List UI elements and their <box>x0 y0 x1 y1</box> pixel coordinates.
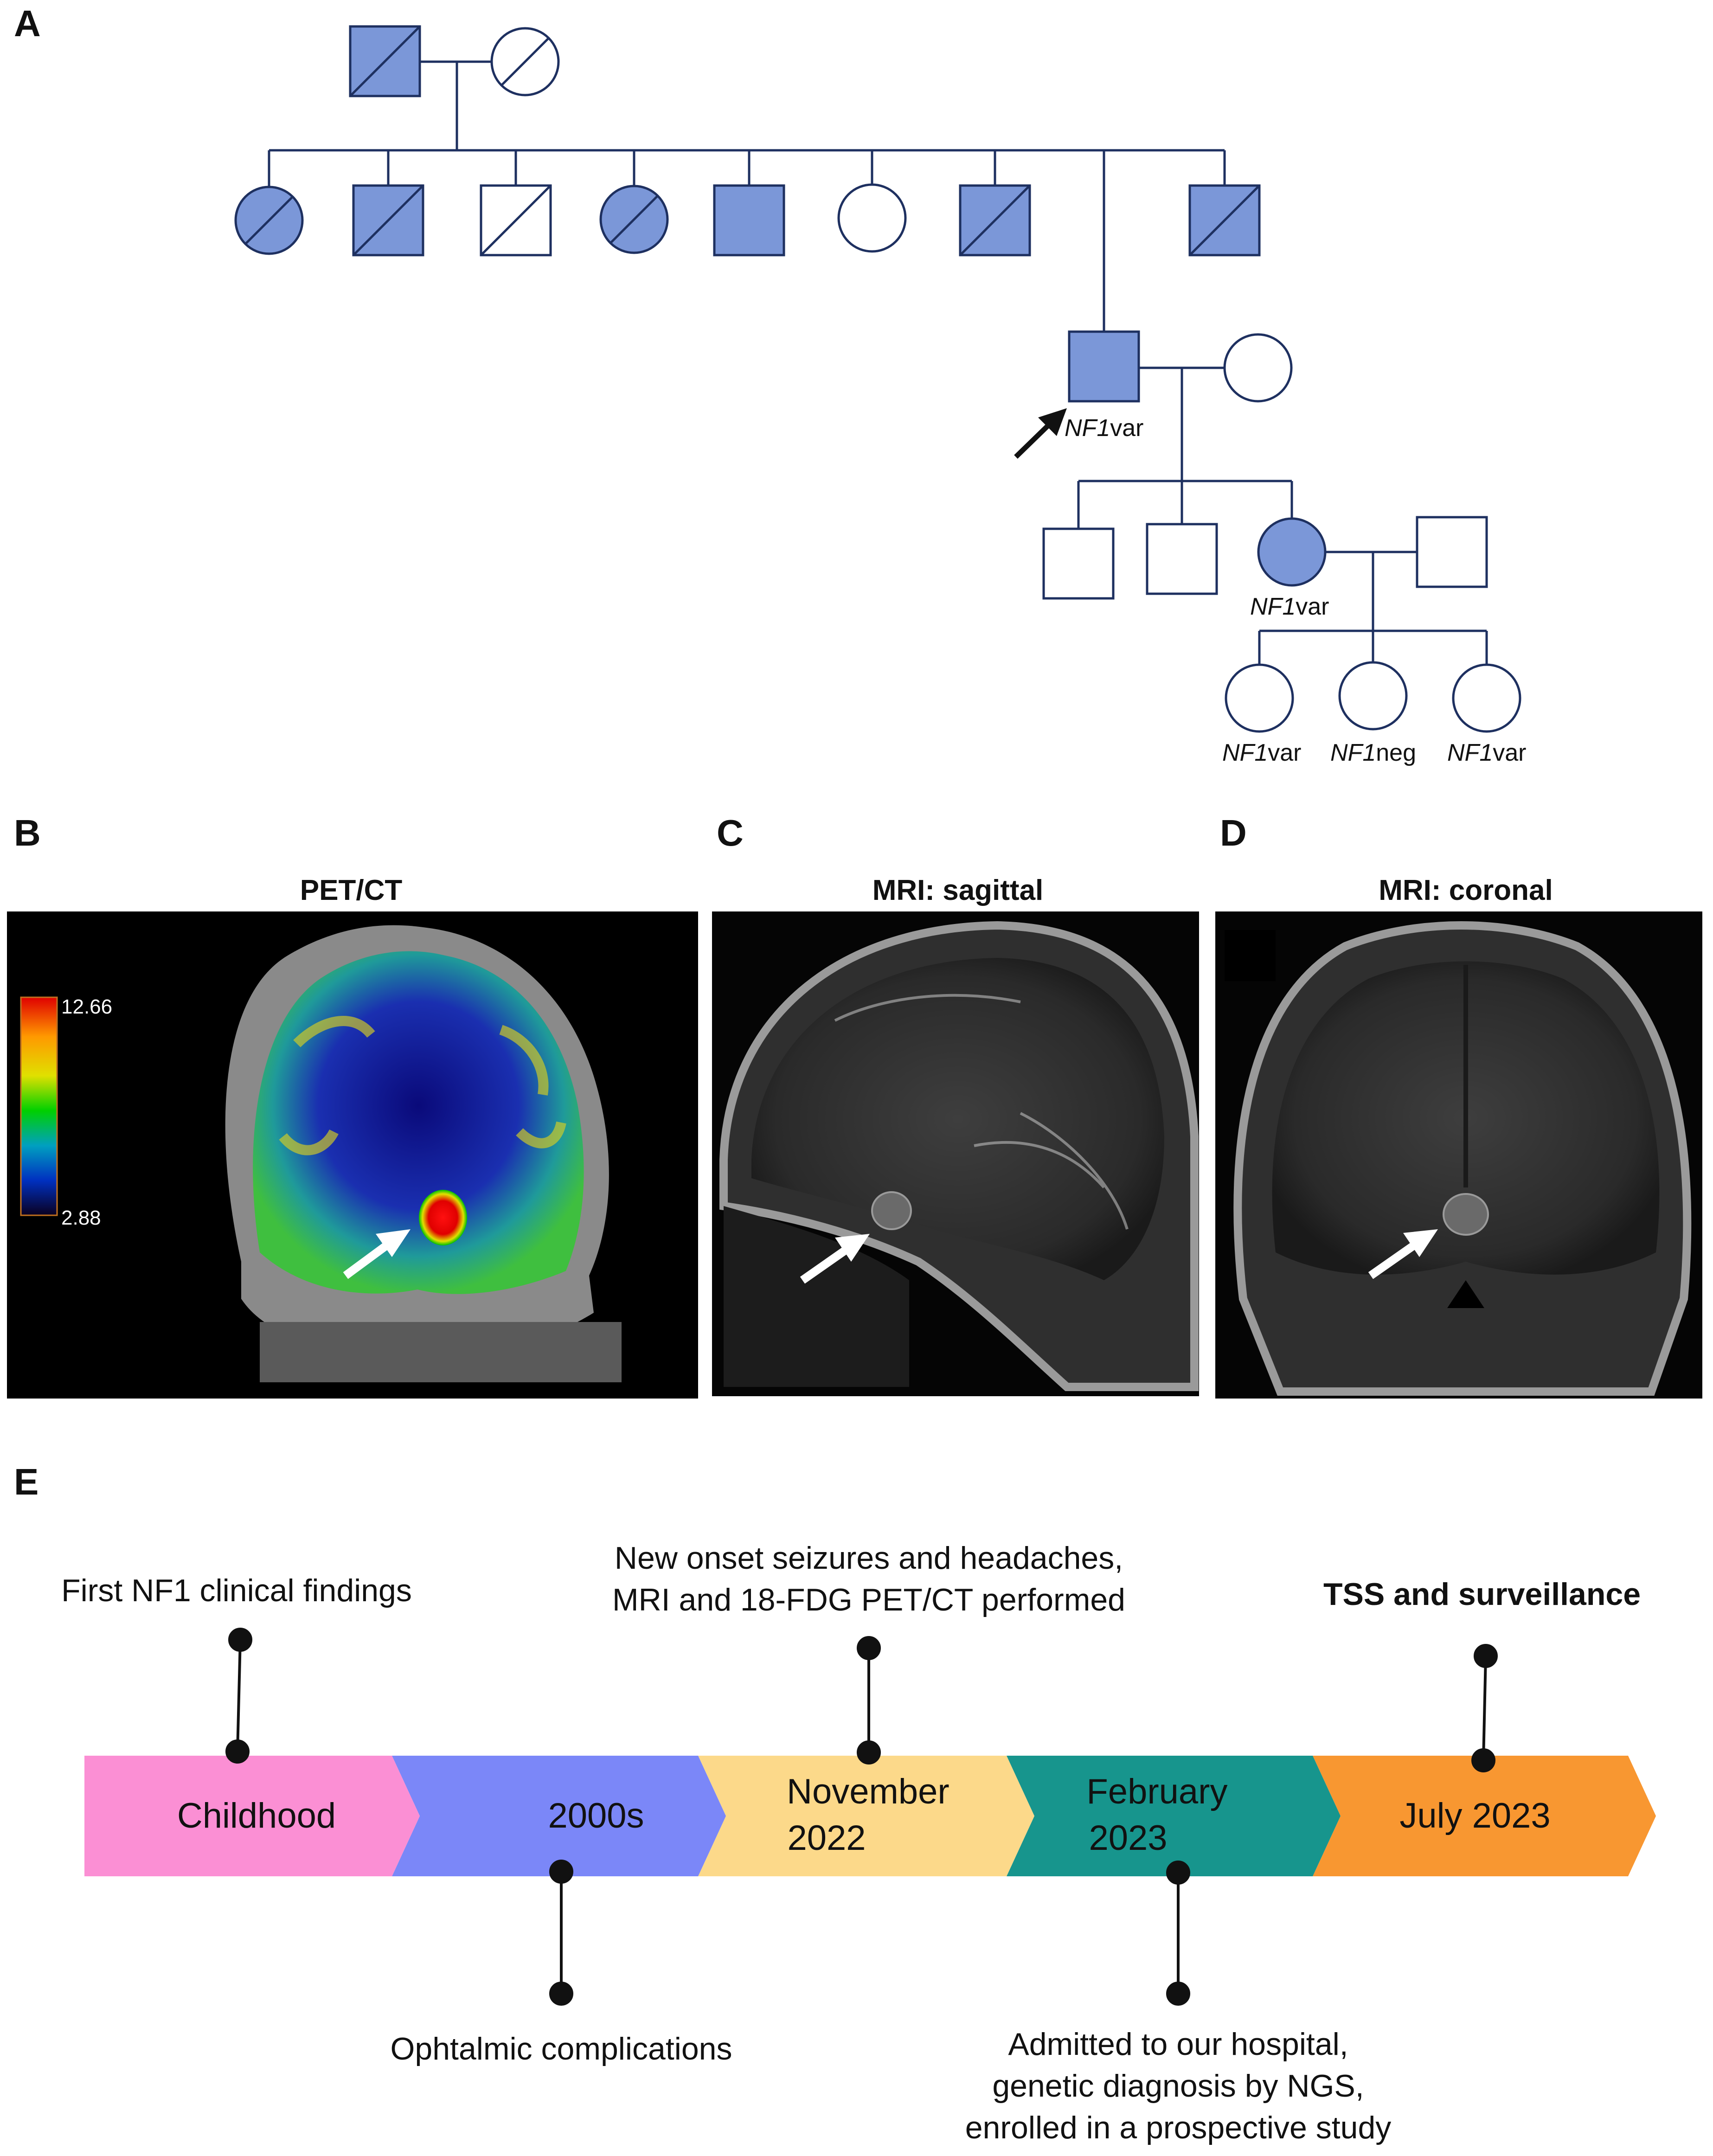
gen2-sibling-4 <box>599 185 669 254</box>
gen2-sibling-2 <box>352 184 424 257</box>
segment-childhood <box>84 1756 420 1876</box>
proband <box>1068 330 1140 403</box>
mri-coronal-lesion <box>1443 1193 1489 1236</box>
segment-november-2022 <box>698 1756 1034 1876</box>
segment-february-2023 <box>1007 1756 1341 1876</box>
mri-sagittal-arrow <box>800 1234 870 1284</box>
segment-label-childhood: Childhood <box>177 1796 336 1835</box>
gen2-sibling-5 <box>713 184 785 257</box>
pet-cortex-pattern <box>279 1016 566 1155</box>
gen5-child-2 <box>1338 661 1408 731</box>
panel-a-pedigree: A <box>14 3 1527 766</box>
mri-sagittal-brain <box>751 958 1164 1280</box>
event-feb-line2: genetic diagnosis by NGS, <box>992 2068 1364 2104</box>
event-feb-line1: Admitted to our hospital, <box>1008 2027 1348 2062</box>
panel-d-mri-coronal: D MRI: coronal <box>1215 812 1702 1399</box>
mri-coronal-title: MRI: coronal <box>1379 874 1553 906</box>
segment-label-july-2023: July 2023 <box>1399 1796 1550 1835</box>
event-pins <box>225 1628 1498 2006</box>
mri-sagittal-lesion <box>871 1191 912 1230</box>
gen1-father <box>349 25 421 97</box>
pet-arrow <box>343 1229 411 1279</box>
mri-coronal-sinus <box>1447 1280 1484 1308</box>
gen4-daughter <box>1257 517 1327 587</box>
event-nov-line1: New onset seizures and headaches, <box>615 1540 1123 1576</box>
feb-word: February <box>1086 1772 1227 1811</box>
pet-hotspot <box>419 1190 467 1245</box>
panel-letter-e: E <box>14 1461 38 1502</box>
gen2-sibling-9 <box>1188 184 1261 257</box>
gen5-child-3-genotype: NF1var <box>1447 739 1527 766</box>
panel-letter-d: D <box>1220 812 1247 853</box>
proband-genotype: NF1var <box>1065 415 1144 442</box>
pet-brain-uptake <box>253 951 584 1294</box>
panel-letter-a: A <box>14 3 41 44</box>
feb-year: 2023 <box>1089 1818 1167 1858</box>
event-ophthalmic: Ophtalmic complications <box>391 2031 732 2066</box>
gen1-mother <box>490 27 560 96</box>
event-childhood: First NF1 clinical findings <box>61 1573 412 1608</box>
gen2-sibling-7 <box>959 184 1031 257</box>
gen5-child-1 <box>1225 663 1294 733</box>
pet-color-scale <box>20 996 58 1216</box>
nov-word: November <box>787 1772 950 1811</box>
panel-c-mri-sagittal: C MRI: sagittal <box>712 812 1199 1396</box>
event-nov-line2: MRI and 18-FDG PET/CT performed <box>612 1582 1125 1617</box>
panel-e-timeline: E Childhood 2000s November 2022 February… <box>14 1461 1656 2145</box>
pet-scale-max: 12.66 <box>61 995 112 1018</box>
gen2-sibling-3 <box>480 184 552 257</box>
mri-coronal-arrow <box>1368 1229 1438 1279</box>
mri-sagittal-title: MRI: sagittal <box>873 874 1044 906</box>
gen5-child-1-genotype: NF1var <box>1222 739 1302 766</box>
gen4-son-1 <box>1042 527 1115 600</box>
mri-sagittal-vessels <box>834 994 1129 1230</box>
gen2-sibling-6 <box>837 183 907 253</box>
event-feb-line3: enrolled in a prospective study <box>965 2110 1392 2145</box>
gen2-sibling-1 <box>234 186 304 255</box>
gen4-son-2 <box>1146 523 1218 595</box>
pet-ct-lower <box>260 1322 622 1382</box>
gen5-child-3 <box>1452 663 1521 733</box>
mri-sagittal-face <box>724 1206 909 1387</box>
panel-letter-c: C <box>717 812 744 853</box>
pet-scale-min: 2.88 <box>61 1206 101 1229</box>
panel-letter-b: B <box>14 812 41 853</box>
segment-label-november-2022: November 2022 <box>787 1772 959 1858</box>
nov-year: 2022 <box>787 1818 866 1858</box>
proband-arrow <box>1014 408 1067 459</box>
proband-spouse <box>1223 333 1293 403</box>
segment-2000s <box>392 1756 726 1876</box>
mri-coronal-corner-patch <box>1225 930 1276 981</box>
segment-july-2023 <box>1313 1756 1656 1876</box>
daughter-spouse <box>1416 516 1488 588</box>
pet-title: PET/CT <box>300 874 403 906</box>
segment-label-february-2023: February 2023 <box>1086 1772 1237 1858</box>
panel-b-petct: B PET/CT 12.66 2.88 <box>7 812 698 1399</box>
gen5-child-2-genotype: NF1neg <box>1330 739 1416 766</box>
segment-label-2000s: 2000s <box>548 1796 644 1835</box>
event-tss: TSS and surveillance <box>1323 1577 1641 1612</box>
daughter-genotype: NF1var <box>1250 593 1329 620</box>
